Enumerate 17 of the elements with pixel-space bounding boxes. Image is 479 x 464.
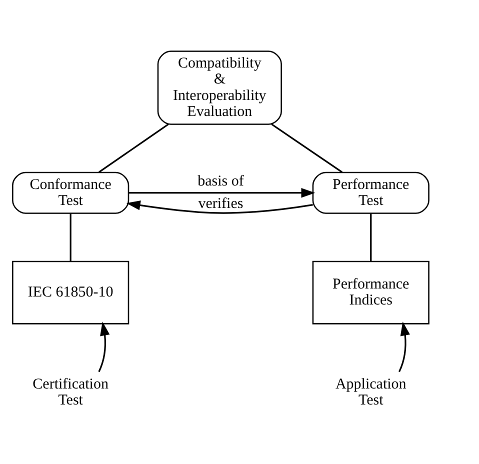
edge-label: basis of — [198, 174, 244, 190]
node-box: IEC 61850-10 — [12, 260, 130, 324]
connector — [98, 124, 169, 173]
arrow — [398, 322, 410, 372]
arrow — [126, 200, 313, 214]
node-text: Certification Test — [32, 376, 108, 408]
node-box: Compatibility & Interoperability Evaluation — [157, 50, 282, 125]
connector — [370, 214, 372, 262]
node-text: Application Test — [335, 376, 406, 408]
node-box: Performance Indices — [312, 260, 430, 324]
node-box: Conformance Test — [12, 172, 130, 214]
edge-label: verifies — [198, 196, 244, 212]
connector — [70, 214, 72, 262]
connector — [271, 124, 343, 173]
arrow — [128, 188, 316, 198]
arrow — [98, 322, 110, 372]
node-box: Performance Test — [312, 172, 430, 214]
